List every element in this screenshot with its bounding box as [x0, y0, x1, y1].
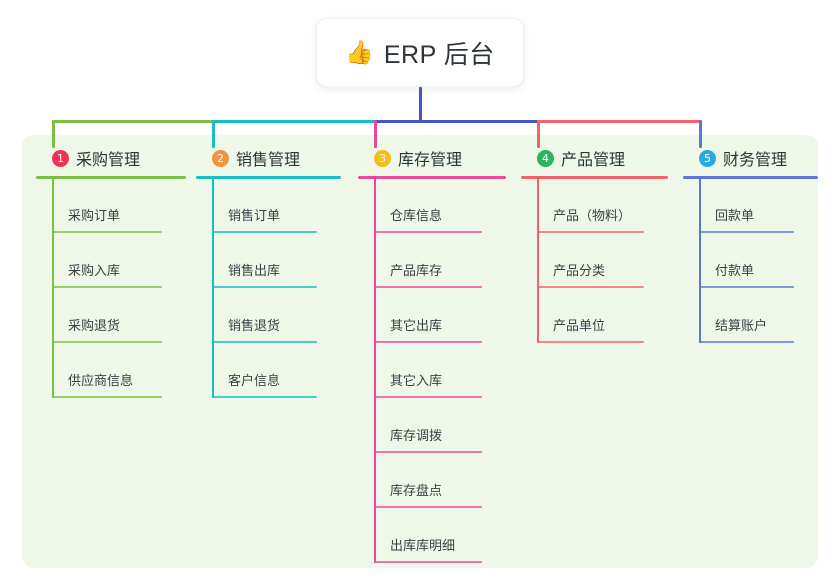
leaf-item-rule [537, 286, 644, 288]
branch-spine-1 [52, 178, 54, 398]
branch-title: 销售管理 [236, 152, 301, 169]
leaf-item[interactable]: 库存盘点 [390, 483, 443, 498]
root-node[interactable]: 👍 ERP 后台 [316, 18, 524, 87]
branch-spine-4 [537, 178, 539, 343]
leaf-item-rule [699, 231, 794, 233]
leaf-item-rule [52, 231, 162, 233]
branch-spine-5 [699, 178, 701, 343]
leaf-item-rule [212, 231, 317, 233]
branch-index-badge: 4 [537, 149, 554, 167]
leaf-item[interactable]: 销售订单 [228, 208, 281, 223]
branch-title: 财务管理 [723, 152, 788, 169]
branch-title: 产品管理 [561, 152, 626, 169]
leaf-item-rule [699, 341, 794, 343]
branch-stem-2 [212, 120, 215, 148]
branch-spine-3 [374, 178, 376, 563]
branch-column-5: 5 财务管理 [683, 146, 818, 179]
leaf-item[interactable]: 产品库存 [390, 263, 443, 278]
leaf-item-rule [212, 396, 317, 398]
leaf-item[interactable]: 仓库信息 [390, 208, 443, 223]
leaf-item-rule [374, 341, 482, 343]
branch-stem-4 [537, 120, 540, 148]
branch-header-3[interactable]: 3 库存管理 [374, 146, 506, 170]
branch-header-2[interactable]: 2 销售管理 [212, 146, 341, 170]
trunk-segment-1 [52, 120, 215, 123]
root-node-content: 👍 ERP 后台 [345, 35, 495, 71]
trunk-segment-3 [374, 120, 540, 123]
branch-header-1[interactable]: 1 采购管理 [52, 146, 186, 170]
leaf-item[interactable]: 供应商信息 [68, 373, 134, 388]
leaf-item[interactable]: 采购退货 [68, 318, 121, 333]
leaf-item-rule [212, 341, 317, 343]
branch-index-badge: 5 [699, 149, 716, 167]
leaf-item[interactable]: 付款单 [715, 263, 755, 278]
leaf-item-rule [699, 286, 794, 288]
branch-header-5[interactable]: 5 财务管理 [699, 146, 818, 170]
branch-index-badge: 3 [374, 149, 391, 167]
leaf-item[interactable]: 销售出库 [228, 263, 281, 278]
branches-panel [22, 135, 818, 568]
leaf-item[interactable]: 其它出库 [390, 318, 443, 333]
branch-header-rule [196, 176, 341, 179]
leaf-item[interactable]: 销售退货 [228, 318, 281, 333]
branch-header-rule [358, 176, 506, 179]
branch-stem-5 [699, 120, 702, 148]
leaf-item[interactable]: 库存调拨 [390, 428, 443, 443]
leaf-item[interactable]: 采购订单 [68, 208, 121, 223]
trunk-segment-2 [212, 120, 377, 123]
leaf-item[interactable]: 结算账户 [715, 318, 768, 333]
branch-header-rule [683, 176, 818, 179]
branch-column-4: 4 产品管理 [521, 146, 668, 179]
branch-title: 采购管理 [76, 152, 141, 169]
leaf-item-rule [212, 286, 317, 288]
branch-column-3: 3 库存管理 [358, 146, 506, 179]
leaf-item[interactable]: 其它入库 [390, 373, 443, 388]
branch-stem-3 [374, 120, 377, 148]
leaf-item-rule [52, 396, 162, 398]
leaf-item-rule [374, 506, 482, 508]
leaf-item[interactable]: 产品单位 [553, 318, 606, 333]
leaf-item-rule [52, 341, 162, 343]
trunk-segment-4 [537, 120, 702, 123]
leaf-item-rule [374, 286, 482, 288]
root-stem [419, 87, 422, 123]
branch-header-rule [36, 176, 186, 179]
branch-column-2: 2 销售管理 [196, 146, 341, 179]
leaf-item-rule [374, 451, 482, 453]
branch-stem-1 [52, 120, 55, 148]
thumbs-up-icon: 👍 [345, 39, 374, 65]
leaf-item-rule [374, 396, 482, 398]
leaf-item[interactable]: 产品分类 [553, 263, 606, 278]
branch-column-1: 1 采购管理 [36, 146, 186, 179]
leaf-item[interactable]: 采购入库 [68, 263, 121, 278]
leaf-item-rule [537, 231, 644, 233]
root-node-label: ERP 后台 [383, 40, 495, 69]
branch-spine-2 [212, 178, 214, 398]
leaf-item-rule [374, 231, 482, 233]
leaf-item[interactable]: 回款单 [715, 208, 755, 223]
branch-title: 库存管理 [398, 152, 463, 169]
branch-index-badge: 2 [212, 149, 229, 167]
leaf-item[interactable]: 出库库明细 [390, 538, 456, 553]
leaf-item-rule [374, 561, 482, 563]
branch-header-4[interactable]: 4 产品管理 [537, 146, 668, 170]
leaf-item-rule [537, 341, 644, 343]
leaf-item[interactable]: 产品（物料） [553, 208, 632, 223]
leaf-item[interactable]: 客户信息 [228, 373, 281, 388]
branch-header-rule [521, 176, 668, 179]
leaf-item-rule [52, 286, 162, 288]
branch-index-badge: 1 [52, 149, 69, 167]
